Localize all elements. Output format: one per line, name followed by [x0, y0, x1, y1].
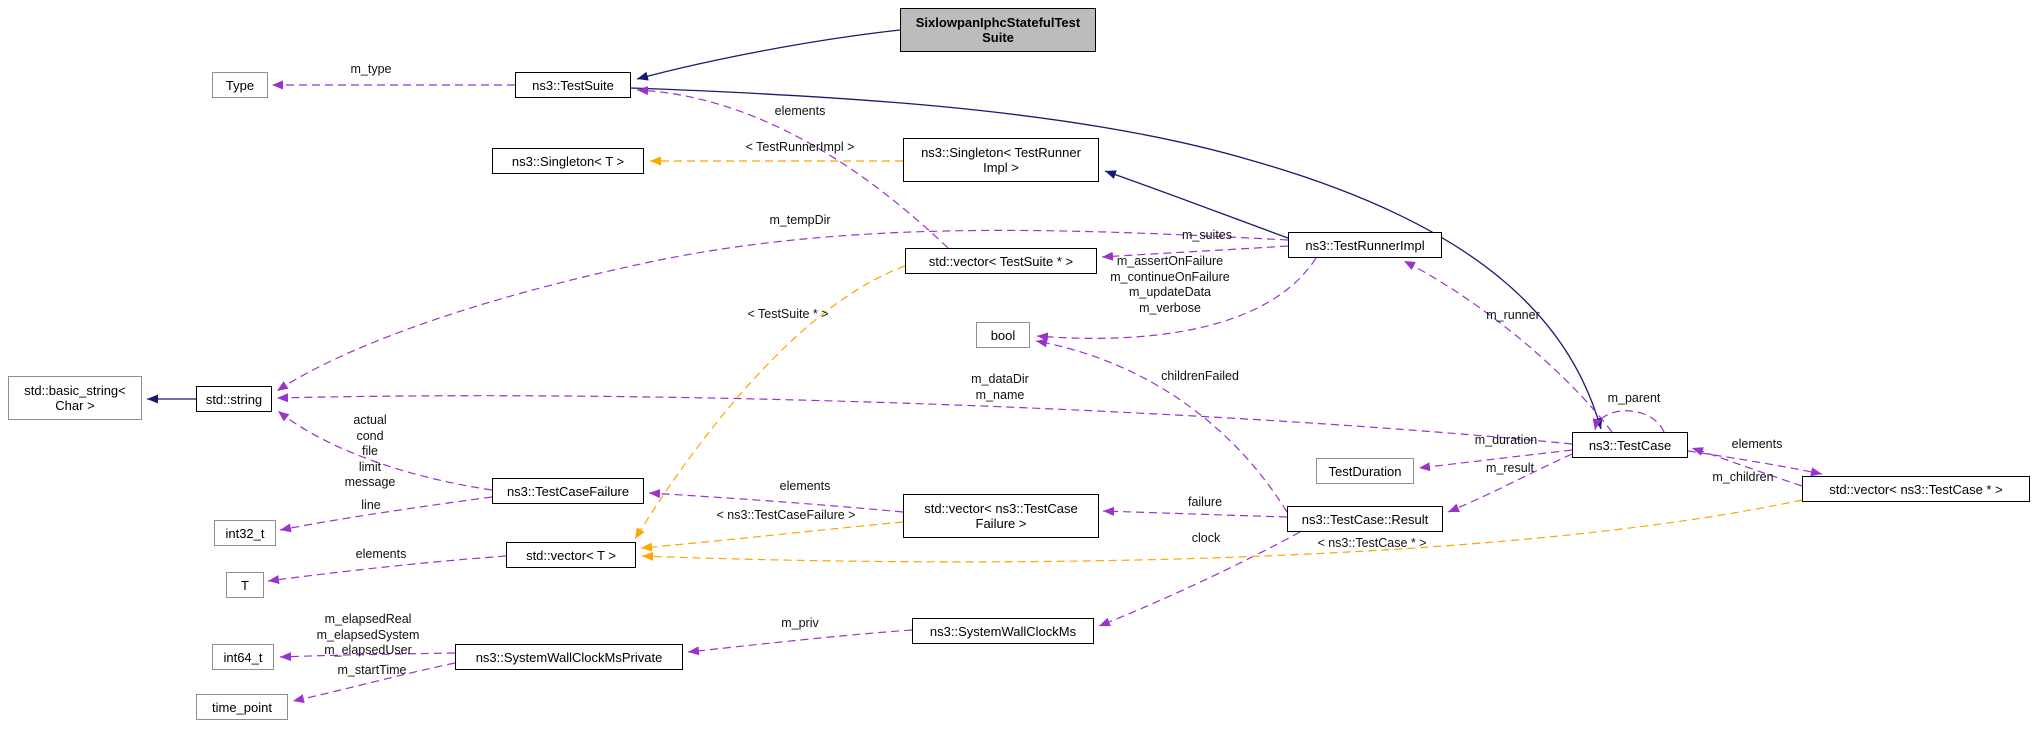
edge-label-m-runner: m_runner [1486, 308, 1540, 322]
node-label: ns3::TestCaseFailure [506, 483, 630, 499]
edge-label-runner-flags: m_assertOnFailure m_continueOnFailure m_… [1110, 254, 1230, 315]
node-label: ns3::SystemWallClockMs [929, 623, 1077, 639]
edge-m-priv [687, 629, 913, 656]
node-std-vector-ns3-test-case-ptr[interactable]: std::vector< ns3::TestCase * > [1802, 476, 2030, 502]
node-ns3-test-case-failure[interactable]: ns3::TestCaseFailure [492, 478, 644, 504]
edge-label-elements-testcase: elements [1731, 437, 1783, 451]
node-label: ns3::TestCase [1588, 437, 1672, 453]
node-label: std::vector< T > [526, 547, 616, 563]
node-bool: bool [976, 322, 1030, 348]
node-label: bool [990, 327, 1016, 343]
node-label: std::string [205, 391, 263, 407]
node-ns3-system-wall-clock-ms-private[interactable]: ns3::SystemWallClockMsPrivate [455, 644, 683, 670]
node-ns3-singleton-t[interactable]: ns3::Singleton< T > [492, 148, 644, 174]
edge-label-testcasefailure-fields: actual cond file limit message [344, 413, 396, 489]
edge-label-childrenfailed: childrenFailed [1161, 369, 1239, 383]
node-std-vector-test-suite-ptr[interactable]: std::vector< TestSuite * > [905, 248, 1097, 274]
node-int64-t: int64_t [212, 644, 274, 670]
edge-line [279, 496, 493, 533]
edge-inherit-suite-to-testsuite [636, 29, 901, 81]
node-label: ns3::Singleton< TestRunner Impl > [921, 145, 1081, 175]
node-label: SixlowpanIphcStatefulTest Suite [915, 15, 1081, 45]
node-ns3-test-suite[interactable]: ns3::TestSuite [515, 72, 631, 98]
node-ns3-test-case[interactable]: ns3::TestCase [1572, 432, 1688, 458]
edge-childrenfailed [1035, 338, 1288, 513]
node-type: Type [212, 72, 268, 98]
edge-label-m-datadir-m-name: m_dataDir m_name [971, 372, 1029, 402]
node-label: T [241, 577, 249, 593]
edge-m-parent-selfloop [1592, 410, 1665, 433]
edge-label-elapsed-fields: m_elapsedReal m_elapsedSystem m_elapsedU… [316, 612, 420, 657]
edge-label-elements-testsuite: elements [774, 104, 826, 118]
edge-label-m-parent: m_parent [1607, 391, 1661, 405]
node-std-vector-ns3-test-case-failure[interactable]: std::vector< ns3::TestCase Failure > [903, 494, 1099, 538]
edge-label-m-tempdir: m_tempDir [769, 213, 831, 227]
node-label: ns3::Singleton< T > [511, 153, 625, 169]
node-label: ns3::TestSuite [532, 77, 614, 93]
node-label: std::vector< TestSuite * > [928, 253, 1074, 269]
node-t: T [226, 572, 264, 598]
node-label: ns3::SystemWallClockMsPrivate [475, 649, 663, 665]
node-label: std::vector< ns3::TestCase * > [1829, 481, 2003, 497]
node-label: std::basic_string< Char > [24, 383, 126, 413]
edge-label-template-testrunnerimpl: < TestRunnerImpl > [745, 140, 855, 154]
edge-label-m-suites: m_suites [1181, 228, 1233, 242]
edge-label-m-duration: m_duration [1474, 433, 1538, 447]
node-label: Type [225, 77, 255, 93]
edge-label-clock: clock [1191, 531, 1221, 545]
node-test-duration: TestDuration [1316, 458, 1414, 484]
node-std-string[interactable]: std::string [196, 386, 272, 412]
node-label: int64_t [223, 649, 263, 665]
edge-label-failure: failure [1187, 495, 1223, 509]
node-std-basic-string-char: std::basic_string< Char > [8, 376, 142, 420]
node-label: std::vector< ns3::TestCase Failure > [924, 501, 1078, 531]
edge-m-runner [1403, 260, 1613, 433]
node-std-vector-t[interactable]: std::vector< T > [506, 542, 636, 568]
node-sixlowpan-iphc-stateful-test-suite: SixlowpanIphcStatefulTest Suite [900, 8, 1096, 52]
edge-label-m-type: m_type [350, 62, 392, 76]
edge-label-template-testcase-ptr: < ns3::TestCase * > [1317, 536, 1427, 550]
node-label: time_point [212, 699, 272, 715]
node-time-point: time_point [196, 694, 288, 720]
node-ns3-system-wall-clock-ms[interactable]: ns3::SystemWallClockMs [912, 618, 1094, 644]
edge-label-line: line [361, 498, 381, 512]
edge-label-m-priv: m_priv [781, 616, 819, 630]
edge-label-elements-testcasefailure: elements [779, 479, 831, 493]
edge-label-template-testcasefailure: < ns3::TestCaseFailure > [716, 508, 856, 522]
edge-failure [1102, 506, 1288, 518]
edge-label-m-result: m_result [1486, 461, 1534, 475]
node-label: int32_t [225, 525, 265, 541]
node-ns3-test-runner-impl[interactable]: ns3::TestRunnerImpl [1288, 232, 1442, 258]
node-ns3-test-case-result[interactable]: ns3::TestCase::Result [1287, 506, 1443, 532]
node-int32-t: int32_t [214, 520, 276, 546]
node-label: ns3::TestCase::Result [1301, 511, 1429, 527]
edge-label-m-starttime: m_startTime [337, 663, 407, 677]
node-ns3-singleton-test-runner-impl[interactable]: ns3::Singleton< TestRunner Impl > [903, 138, 1099, 182]
edge-template-testcasefailure [640, 521, 904, 552]
node-label: ns3::TestRunnerImpl [1305, 237, 1425, 253]
edge-m-datadir-m-name [276, 393, 1573, 445]
edge-label-elements-t: elements [355, 547, 407, 561]
edge-label-template-testsuite-ptr: < TestSuite * > [747, 307, 829, 321]
edge-label-m-children: m_children [1712, 470, 1774, 484]
node-label: TestDuration [1328, 463, 1402, 479]
